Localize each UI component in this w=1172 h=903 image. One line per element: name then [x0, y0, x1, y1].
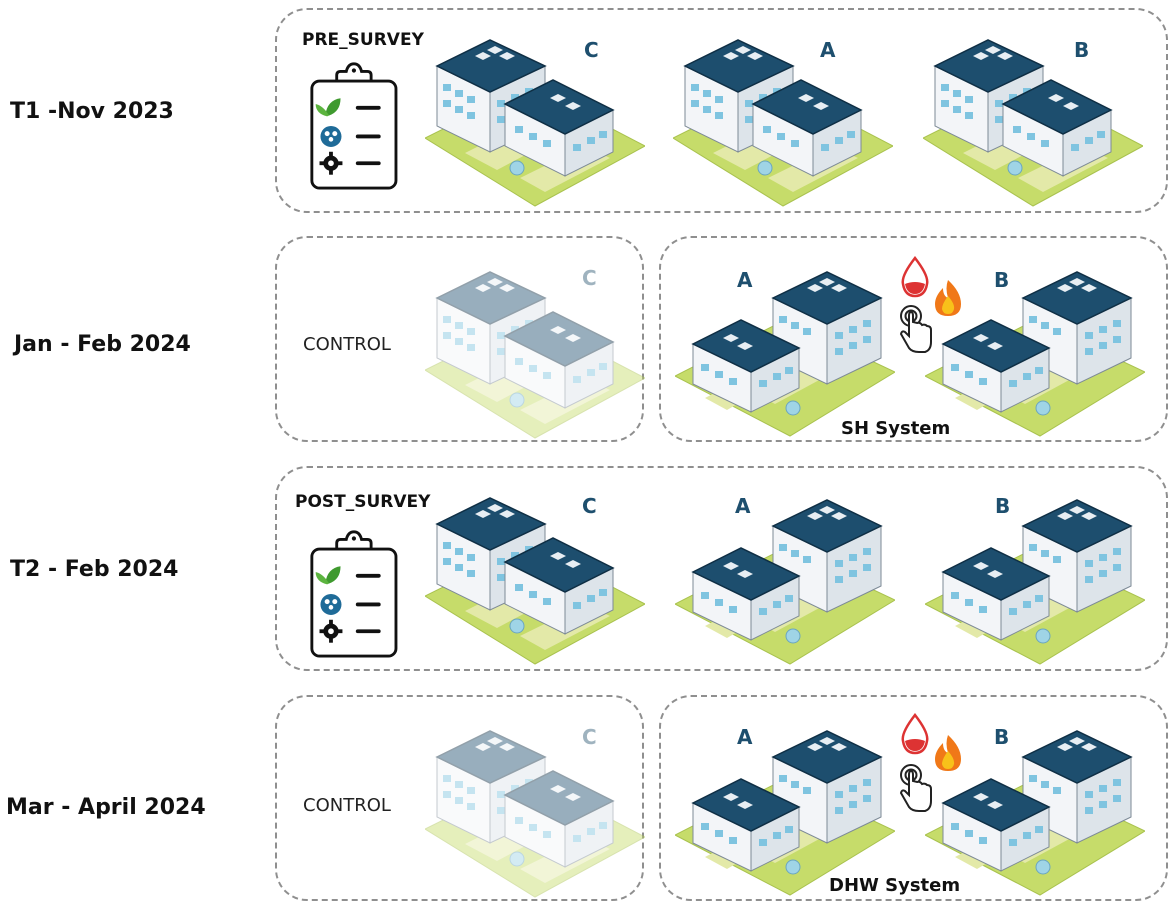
period-label-t2: T2 - Feb 2024 [10, 557, 179, 582]
pre-survey-panel: PRE_SURVEY C A B [275, 8, 1168, 213]
flame-icon [935, 280, 961, 316]
pre-survey-label: PRE_SURVEY [302, 30, 424, 50]
building-letter-b: B [1074, 38, 1090, 62]
building-b [925, 730, 1145, 896]
building-b [925, 499, 1145, 665]
control-panel-2: CONTROL C [275, 695, 645, 901]
building-letter-a: A [737, 725, 753, 749]
touch-hand-icon [899, 305, 932, 353]
building-a [675, 730, 895, 896]
building-letter-a: A [820, 38, 836, 62]
building-c-faded [425, 730, 645, 898]
clipboard-icon [310, 530, 398, 658]
building-letter-c: C [584, 38, 599, 62]
building-c [425, 39, 645, 207]
building-letter-b: B [995, 494, 1011, 518]
building-a [675, 271, 895, 437]
control-label: CONTROL [303, 795, 391, 816]
post-survey-panel: POST_SURVEY C A B [275, 466, 1168, 671]
building-letter-a: A [737, 268, 753, 292]
clipboard-icon [310, 62, 398, 190]
building-letter-b: B [994, 268, 1010, 292]
building-letter-a: A [735, 494, 751, 518]
sh-system-label: SH System [841, 418, 951, 439]
building-letter-c: C [582, 494, 597, 518]
building-letter-b: B [994, 725, 1010, 749]
period-label-jan-feb: Jan - Feb 2024 [14, 332, 191, 357]
building-a [675, 499, 895, 665]
period-label-mar-april: Mar - April 2024 [6, 795, 206, 820]
control-label: CONTROL [303, 334, 391, 355]
building-b [925, 271, 1145, 437]
water-drop-icon [901, 256, 929, 298]
touch-hand-icon [899, 764, 932, 812]
building-a [673, 39, 893, 207]
water-drop-icon [901, 713, 929, 755]
building-letter-c: C [582, 725, 597, 749]
dhw-system-label: DHW System [829, 875, 961, 896]
dhw-system-panel: A B DHW System [659, 695, 1168, 901]
post-survey-label: POST_SURVEY [295, 492, 431, 512]
building-letter-c: C [582, 266, 597, 290]
building-c-faded [425, 271, 645, 439]
building-c [425, 497, 645, 665]
sh-system-panel: A B SH System [659, 236, 1168, 442]
period-label-t1: T1 -Nov 2023 [10, 99, 174, 124]
flame-icon [935, 735, 961, 771]
building-b [923, 39, 1143, 207]
control-panel-1: CONTROL C [275, 236, 645, 442]
